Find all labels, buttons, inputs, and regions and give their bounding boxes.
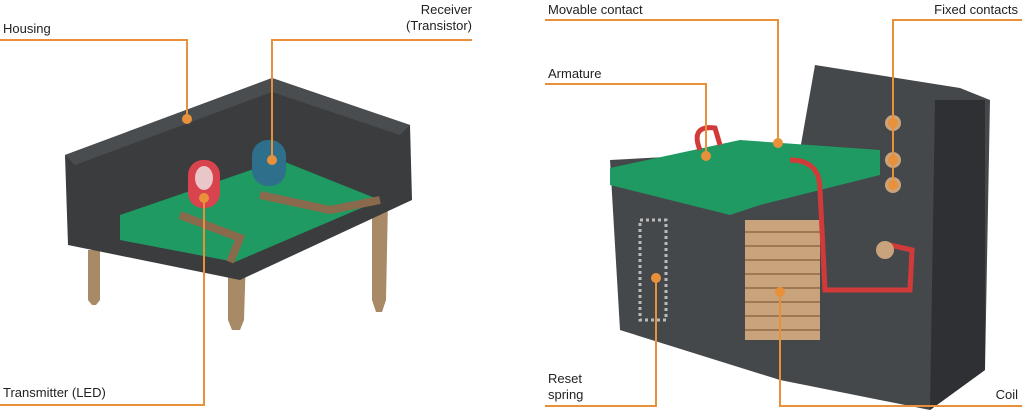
label-armature: Armature <box>548 66 602 81</box>
leader-dots <box>182 114 898 297</box>
leader-lines <box>0 19 1022 407</box>
label-receiver: Receiver (Transistor) <box>406 2 472 33</box>
pin <box>88 250 100 305</box>
label-fixed-contacts: Fixed contacts <box>934 2 1018 17</box>
label-coil: Coil <box>995 387 1018 402</box>
label-transmitter: Transmitter (LED) <box>3 385 106 400</box>
relay-board <box>610 140 880 215</box>
label-movable-contact: Movable contact <box>548 2 643 17</box>
coil <box>745 220 820 340</box>
relay-illustration <box>610 65 990 410</box>
circuit-board <box>120 160 380 262</box>
reset-spring <box>638 218 668 322</box>
pin <box>372 200 388 312</box>
optocoupler-illustration <box>65 78 412 330</box>
label-reset-spring: Reset spring <box>548 371 584 402</box>
coil-wire <box>789 157 915 293</box>
label-housing: Housing <box>3 21 51 36</box>
